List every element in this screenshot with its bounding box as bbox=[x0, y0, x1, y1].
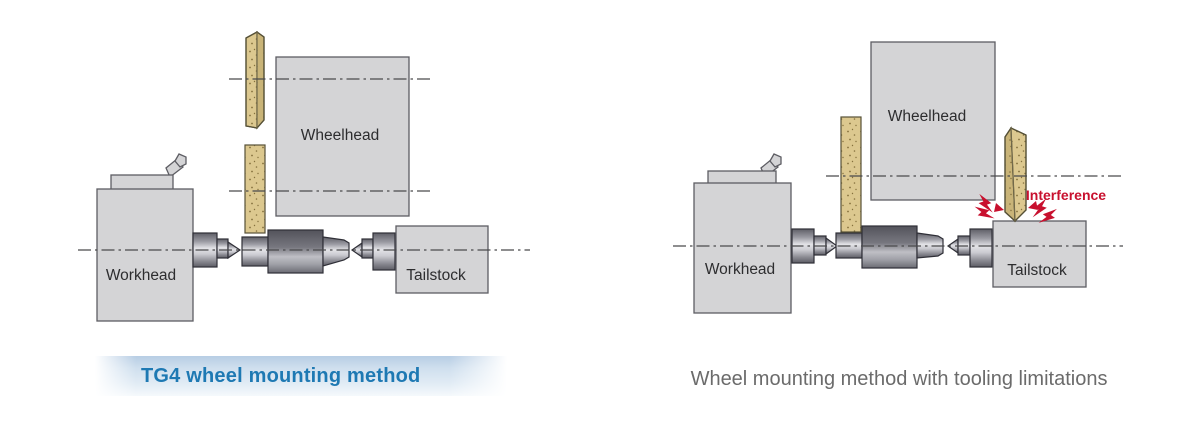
workpiece-center-section bbox=[267, 229, 324, 274]
left-diagram: Wheelhead Workhead Tailstock bbox=[78, 30, 530, 322]
left-caption: TG4 wheel mounting method bbox=[141, 364, 421, 387]
right-diagram: Wheelhead Workhead Tailstock Interferenc… bbox=[673, 41, 1125, 314]
interference-label: Interference bbox=[1026, 187, 1106, 203]
grinding-wheel-left bbox=[840, 116, 862, 233]
tailstock-box bbox=[395, 225, 489, 294]
workpiece-right-section bbox=[322, 236, 350, 267]
wheelhead-label: Wheelhead bbox=[301, 127, 379, 144]
workhead-box bbox=[96, 188, 194, 322]
workpiece-right-section bbox=[916, 232, 944, 259]
workhead-label: Workhead bbox=[106, 267, 176, 284]
workhead-nozzle bbox=[165, 153, 187, 179]
tailstock-box bbox=[992, 220, 1087, 288]
wheelhead-box bbox=[275, 56, 410, 217]
grinding-wheel-interfering bbox=[1004, 126, 1027, 223]
grinding-wheel-upper bbox=[245, 30, 265, 130]
tailstock-label: Tailstock bbox=[1007, 262, 1067, 279]
spark-chevron-icon bbox=[994, 203, 1004, 212]
spindle-assembly bbox=[192, 229, 396, 274]
tailstock-spindle bbox=[969, 228, 993, 268]
spark-chevron-icon bbox=[1028, 201, 1038, 210]
tailstock-label: Tailstock bbox=[406, 267, 466, 284]
workpiece-left-section bbox=[241, 236, 269, 267]
workhead-quill bbox=[216, 238, 229, 259]
wheelhead-label: Wheelhead bbox=[888, 108, 966, 125]
interference-sparks bbox=[972, 191, 1060, 229]
tailstock-quill bbox=[361, 238, 374, 259]
tailstock-spindle bbox=[372, 232, 396, 271]
wheelhead-box bbox=[870, 41, 996, 201]
workpiece-center-section bbox=[861, 225, 918, 269]
workhead-label: Workhead bbox=[705, 261, 775, 278]
workhead-box bbox=[693, 182, 792, 314]
grinding-wheel-lower bbox=[244, 144, 266, 234]
spindle-assembly bbox=[791, 225, 993, 269]
left-caption-band: TG4 wheel mounting method bbox=[95, 356, 507, 396]
right-caption: Wheel mounting method with tooling limit… bbox=[690, 368, 1108, 390]
